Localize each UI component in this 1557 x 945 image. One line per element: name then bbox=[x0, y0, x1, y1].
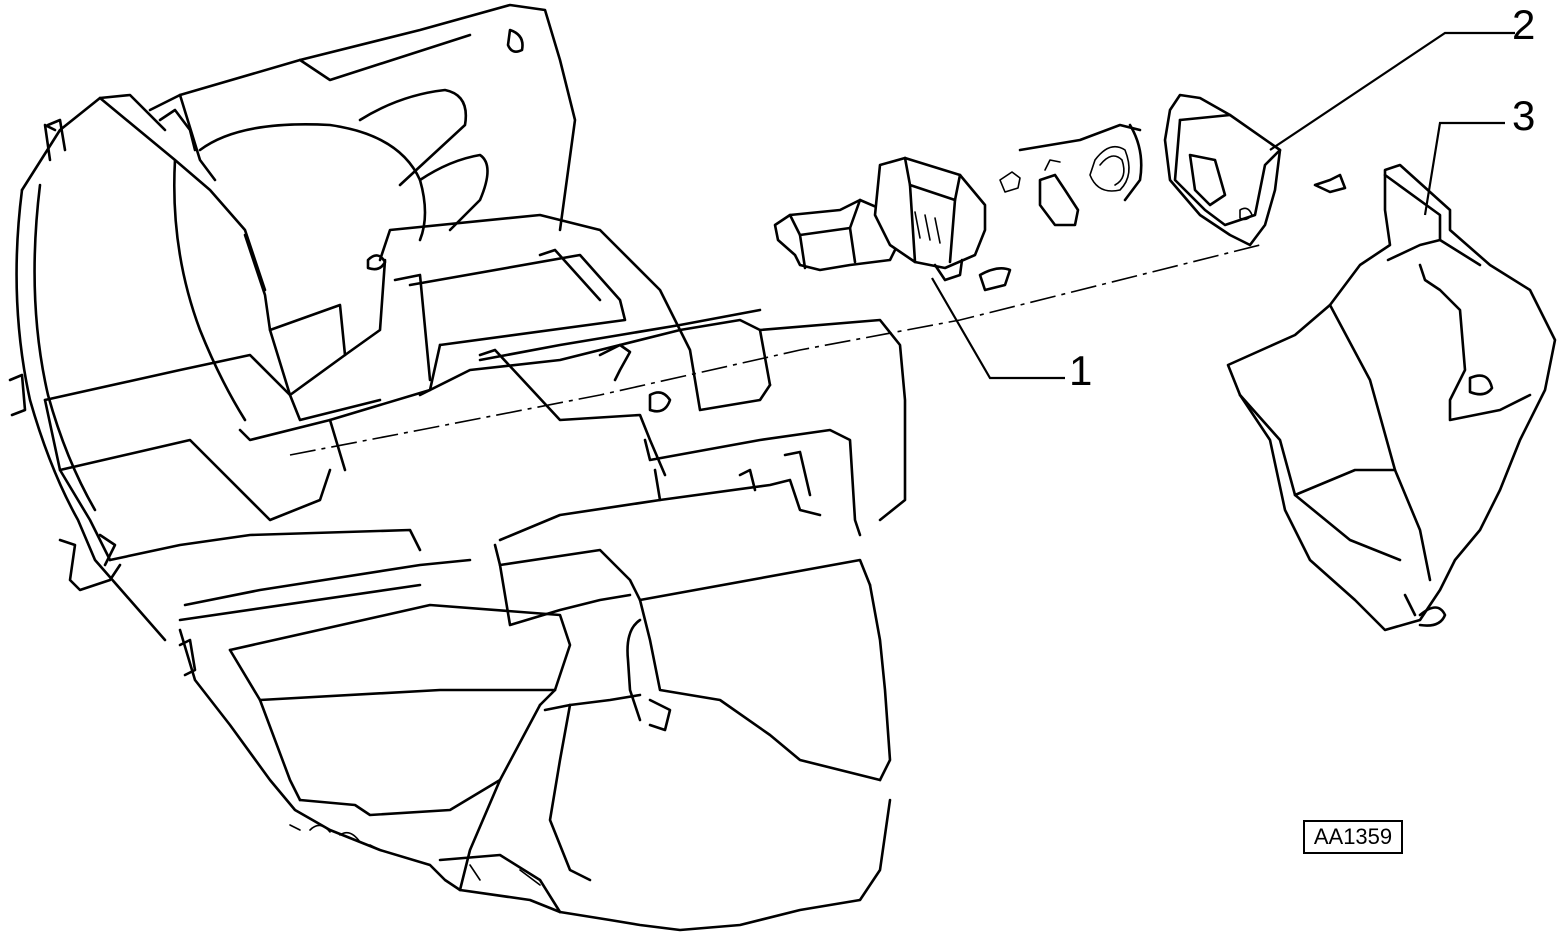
control-module-part-2 bbox=[1163, 93, 1347, 247]
cover-part-3 bbox=[1226, 163, 1557, 632]
callout-label-1: 1 bbox=[1069, 347, 1093, 394]
leader-line-3 bbox=[1423, 121, 1505, 216]
heater-housing bbox=[8, 3, 907, 932]
drawing-reference-code: AA1359 bbox=[1303, 820, 1403, 854]
callout-label-3: 3 bbox=[1512, 92, 1536, 139]
switch-spring-parts bbox=[999, 123, 1143, 227]
leader-line-1 bbox=[931, 277, 1065, 380]
callout-label-2: 2 bbox=[1512, 1, 1536, 48]
leader-line-2 bbox=[1269, 31, 1515, 151]
assembly-axis-line bbox=[289, 244, 1261, 456]
resistor-connector-part-1 bbox=[773, 156, 1012, 292]
